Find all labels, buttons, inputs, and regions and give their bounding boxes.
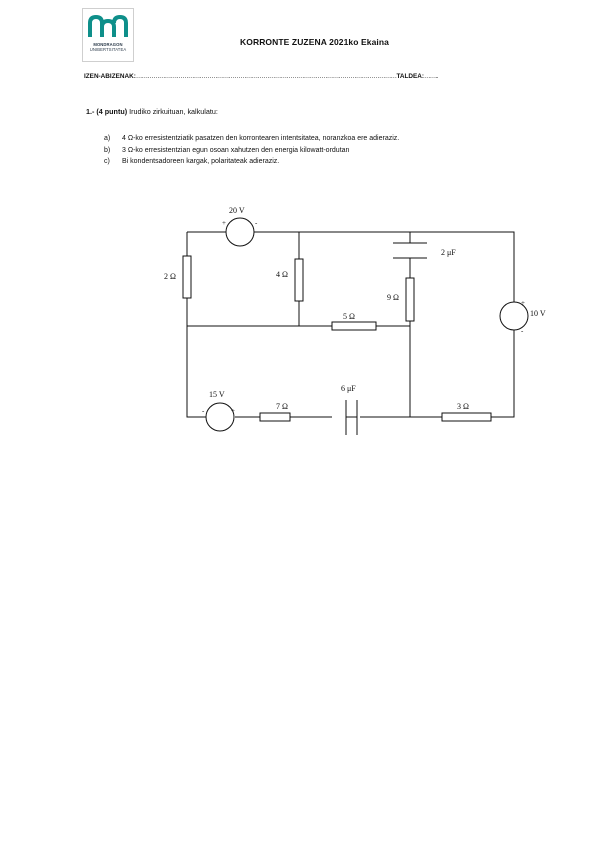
university-logo: MONDRAGON UNIBERTSITATEA	[82, 8, 134, 62]
item-text: 4 Ω-ko erresistentziatik pasatzen den ko…	[122, 135, 400, 142]
page-title: KORRONTE ZUZENA 2021ko Ekaina	[240, 37, 390, 47]
item-text: 3 Ω-ko erresistentzian egun osoan xahutz…	[122, 146, 350, 154]
plus-15v: +	[231, 407, 235, 415]
group-fill-dots[interactable]: ……..	[424, 73, 439, 80]
label-15v: 15 V	[209, 390, 225, 399]
list-item: c) Bi kondentsadoreen kargak, polaritate…	[104, 156, 515, 168]
question-points: (4 puntu)	[96, 107, 128, 116]
group-label: TALDEA:	[396, 73, 425, 80]
label-9ohm: 9 Ω	[387, 293, 399, 302]
label-7ohm: 7 Ω	[276, 402, 288, 411]
wire	[491, 329, 515, 418]
minus-10v: -	[521, 327, 524, 335]
name-label: IZEN-ABIZENAK:	[84, 73, 136, 80]
logo-mark-icon	[88, 14, 128, 37]
source-10v	[499, 301, 529, 331]
label-4ohm: 4 Ω	[276, 270, 288, 279]
source-15v	[205, 402, 235, 432]
plus-10v: +	[521, 299, 525, 307]
name-fill-dots[interactable]: ……………………………………………………………………………………………………………	[135, 73, 397, 80]
item-mark: b)	[104, 146, 111, 154]
label-5ohm: 5 Ω	[343, 312, 355, 321]
resistor-9ohm	[405, 277, 415, 322]
label-2ohm: 2 Ω	[164, 272, 176, 281]
question-heading: 1.- (4 puntu) Irudiko zirkuituan, kalkul…	[86, 107, 218, 116]
resistor-4ohm	[294, 258, 304, 302]
circuit-diagram: 20 V + - 10 V + - 15 V - + 2 Ω 4 Ω 9 Ω 5…	[164, 206, 546, 435]
item-mark: c)	[104, 158, 110, 165]
label-2uF: 2 μF	[441, 248, 456, 257]
capacitor-2uF	[393, 242, 427, 259]
item-text: Bi kondentsadoreen kargak, polaritateak …	[122, 158, 280, 165]
list-item: b) 3 Ω-ko erresistentzian egun osoan xah…	[104, 145, 515, 157]
label-10v: 10 V	[530, 309, 546, 318]
question-text: Irudiko zirkuituan, kalkulatu:	[129, 107, 218, 116]
list-item: a) 4 Ω-ko erresistentziatik pasatzen den…	[104, 133, 515, 145]
source-20v	[225, 217, 255, 247]
name-group-line: IZEN-ABIZENAK:………………………………………………………………………	[84, 73, 514, 80]
resistor-7ohm	[259, 412, 291, 422]
label-3ohm: 3 Ω	[457, 402, 469, 411]
wire	[186, 326, 206, 418]
resistor-2ohm	[182, 255, 192, 299]
question-items: a) 4 Ω-ko erresistentziatik pasatzen den…	[104, 133, 515, 168]
logo-line2: UNIBERTSITATEA	[89, 47, 127, 52]
minus-15v: -	[202, 407, 205, 415]
minus-20v: -	[255, 219, 258, 227]
label-6uF: 6 μF	[341, 384, 356, 393]
resistor-3ohm	[441, 412, 492, 422]
plus-20v: +	[222, 219, 226, 227]
label-20v: 20 V	[229, 206, 245, 215]
wire	[187, 231, 515, 303]
resistor-5ohm	[331, 321, 377, 331]
item-mark: a)	[104, 135, 111, 142]
capacitor-6uF	[345, 400, 358, 435]
question-number: 1.-	[86, 107, 95, 116]
logo-line1: MONDRAGON	[93, 42, 123, 47]
